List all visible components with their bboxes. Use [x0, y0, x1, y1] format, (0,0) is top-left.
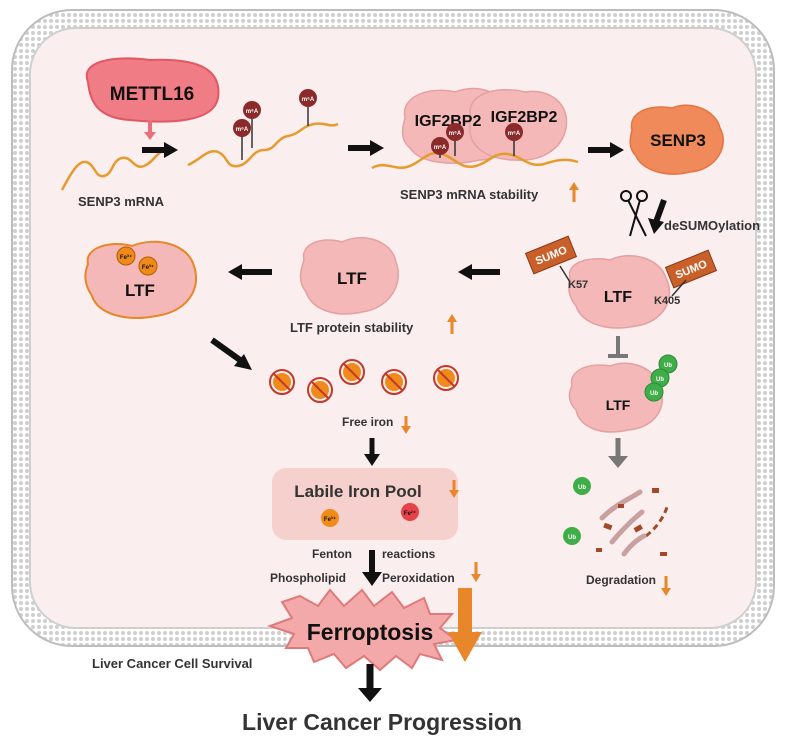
degradation-fragments: Ub Ub — [563, 477, 670, 557]
fenton-label: Fenton — [312, 547, 352, 561]
senp3-mrna-label: SENP3 mRNA — [78, 194, 165, 209]
ubiquitin: Ub — [573, 477, 591, 495]
svg-text:Fe³⁺: Fe³⁺ — [120, 254, 132, 261]
fe3-ion: Fe³⁺ — [116, 246, 136, 266]
ltf-protein-stability-label: LTF protein stability — [290, 320, 414, 335]
svg-text:m⁶A: m⁶A — [434, 145, 447, 151]
mettl16-protein: METTL16 — [85, 57, 220, 123]
ubiquitin: Ub — [563, 527, 581, 545]
igf2bp2-label: IGF2BP2 — [491, 109, 558, 126]
m6a-mark: m⁶A — [243, 101, 261, 148]
ltf-label: LTF — [337, 269, 367, 288]
igf2bp2-label: IGF2BP2 — [415, 113, 482, 130]
svg-text:Ub: Ub — [656, 377, 664, 383]
ltf-label: LTF — [604, 289, 632, 306]
up-arrow-icon — [569, 182, 579, 202]
phospholipid-label: Phospholipid — [270, 571, 346, 585]
fe3-ion: Fe³⁺ — [321, 509, 339, 527]
mettl16-label: METTL16 — [110, 84, 194, 105]
fe3-ion-blocked — [269, 369, 295, 395]
scissors-icon — [620, 190, 648, 237]
liver-cancer-progression-label: Liver Cancer Progression — [242, 709, 522, 735]
m6a-mark: m⁶A — [431, 137, 449, 158]
svg-text:Fe³⁺: Fe³⁺ — [324, 516, 336, 523]
inhibition-mark — [608, 336, 628, 358]
iron-bound-ltf: LTF Fe³⁺ Fe³⁺ — [84, 240, 197, 319]
fe3-ion-blocked — [433, 365, 459, 391]
down-arrow-icon — [471, 562, 481, 582]
svg-text:Fe³⁺: Fe³⁺ — [142, 264, 154, 271]
svg-text:Fe²⁺: Fe²⁺ — [404, 510, 416, 517]
ferroptosis-label: Ferroptosis — [307, 619, 434, 645]
ltf-label: LTF — [125, 281, 155, 300]
senp3-label: SENP3 — [650, 131, 706, 150]
fe3-ion-blocked — [339, 359, 365, 385]
labile-iron-pool-label: Labile Iron Pool — [294, 482, 422, 501]
m6a-mark: m⁶A — [299, 89, 317, 126]
bound-mrna-strand — [371, 151, 579, 170]
ubiquitinated-ltf: LTF Ub Ub Ub — [568, 354, 678, 433]
fe3-ion-blocked — [307, 377, 333, 403]
cell-membrane — [11, 9, 775, 647]
reactions-label: reactions — [382, 547, 436, 561]
fe2-ion: Fe²⁺ — [401, 503, 419, 521]
k405-label: K405 — [654, 295, 680, 307]
senp3-mrna-strand — [60, 148, 167, 191]
stable-ltf: LTF — [299, 237, 399, 315]
svg-text:Ub: Ub — [650, 391, 658, 397]
sumoylated-ltf: LTF SUMO K57 SUMO K405 — [524, 235, 718, 329]
arrow-to-free-iron — [210, 337, 242, 363]
methylated-mrna-strand — [187, 122, 339, 168]
sumo-tag: SUMO — [524, 235, 578, 275]
down-arrow-icon — [661, 576, 671, 596]
svg-text:Ub: Ub — [568, 535, 576, 541]
down-arrow-icon — [449, 480, 459, 498]
svg-text:m⁶A: m⁶A — [508, 131, 521, 137]
senp3-mrna-stability-label: SENP3 mRNA stability — [400, 187, 539, 202]
fe3-ion: Fe³⁺ — [138, 256, 158, 276]
desumoylation-label: deSUMOylation — [664, 218, 760, 233]
m6a-mark: m⁶A — [233, 119, 251, 160]
sumo-tag: SUMO — [664, 249, 718, 289]
liver-cancer-cell-survival-label: Liver Cancer Cell Survival — [92, 656, 252, 671]
senp3-protein: SENP3 — [629, 104, 724, 175]
labile-iron-pool: Labile Iron Pool Fe³⁺ Fe²⁺ — [272, 468, 459, 540]
fe3-ion-blocked — [381, 369, 407, 395]
ubiquitin: Ub — [644, 382, 664, 402]
svg-text:m⁶A: m⁶A — [236, 127, 249, 133]
k57-label: K57 — [568, 279, 588, 291]
ubiquitin: Ub — [658, 354, 678, 374]
svg-text:Ub: Ub — [578, 485, 586, 491]
igf2bp2-complex: IGF2BP2 IGF2BP2 — [401, 87, 568, 164]
up-arrow-icon — [447, 314, 457, 334]
arrow-to-sumo-ltf — [653, 198, 667, 224]
down-arrow-icon — [401, 416, 411, 434]
svg-text:Ub: Ub — [664, 363, 672, 369]
svg-text:m⁶A: m⁶A — [302, 97, 315, 103]
ltf-label: LTF — [606, 397, 631, 413]
free-iron-cluster — [269, 359, 459, 403]
big-down-arrow-icon — [448, 588, 482, 662]
free-iron-label: Free iron — [342, 415, 393, 429]
svg-text:m⁶A: m⁶A — [449, 131, 462, 137]
m6a-mark: m⁶A — [446, 123, 464, 156]
m6a-mark: m⁶A — [505, 123, 523, 156]
peroxidation-label: Peroxidation — [382, 571, 455, 585]
degradation-label: Degradation — [586, 573, 656, 587]
ferroptosis-burst: Ferroptosis — [266, 588, 459, 672]
svg-text:m⁶A: m⁶A — [246, 109, 259, 115]
